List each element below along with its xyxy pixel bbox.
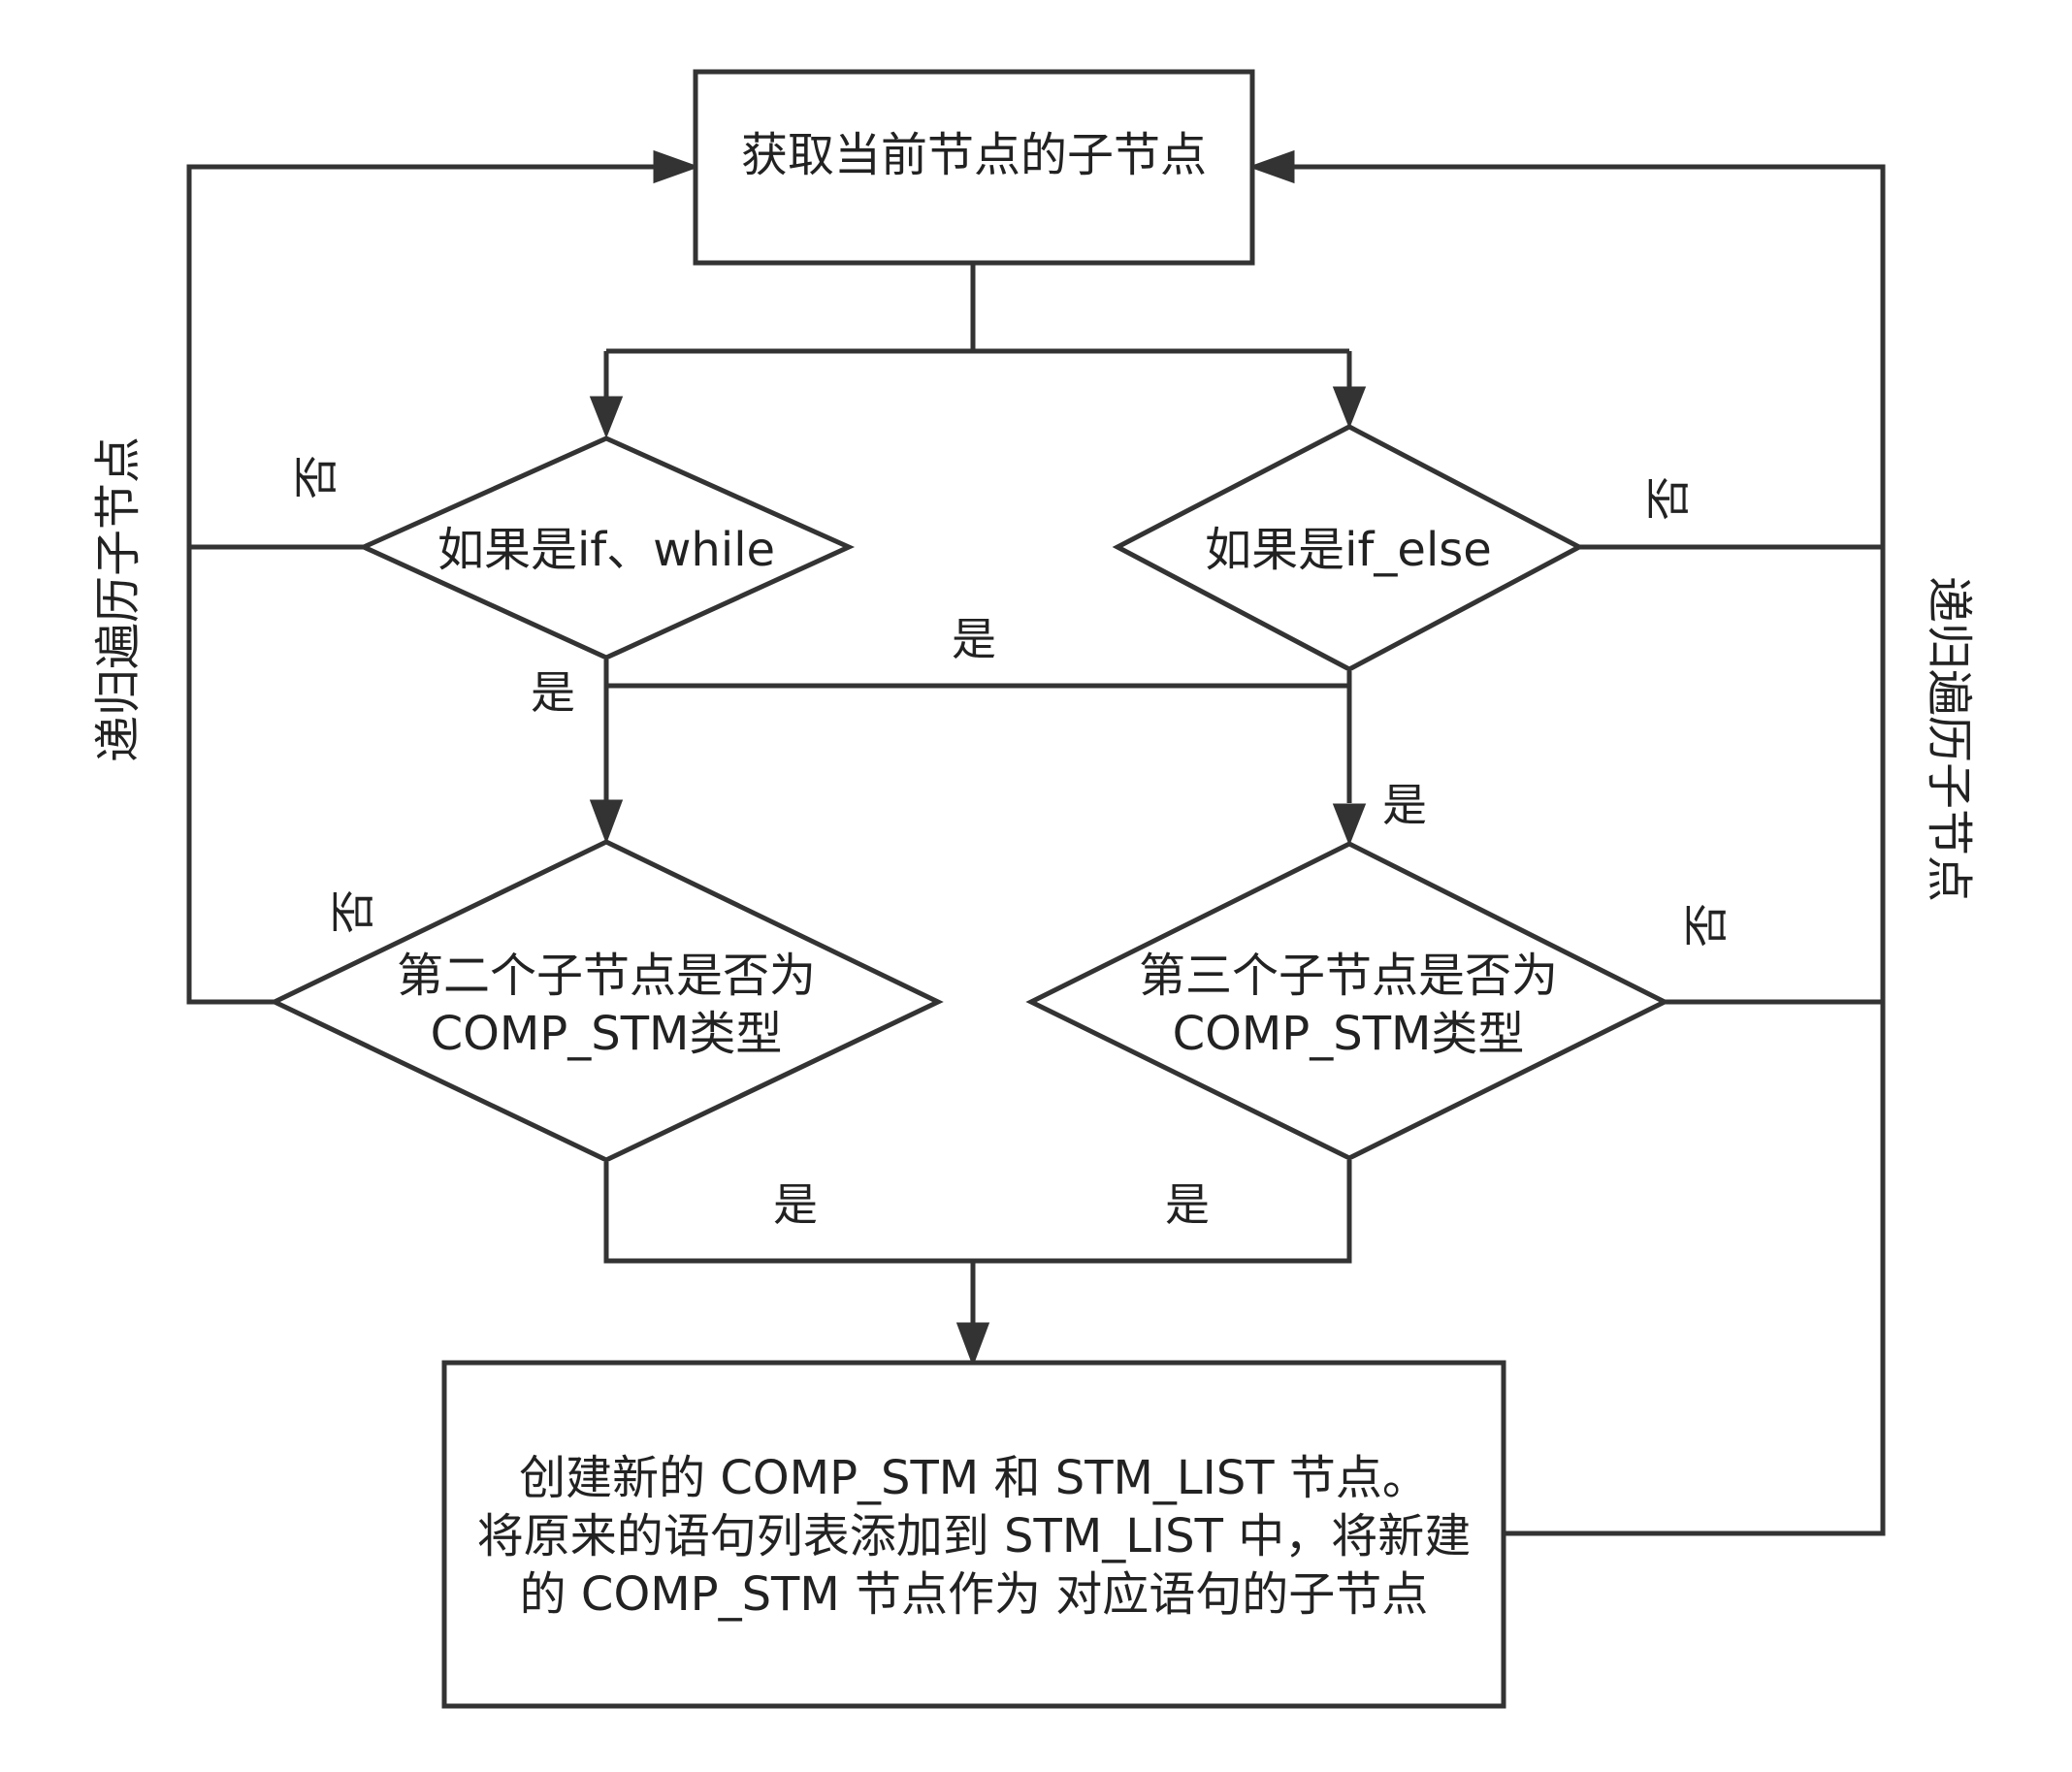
decision-diamond [1112, 424, 1585, 672]
edge-labels: 否 否 否 否 是 是 是 是 是 递归遍历子节点 递归遍历子节点 [91, 436, 1976, 1231]
node-check-third-child-line-2: COMP_STM类型 [1173, 1007, 1525, 1061]
decision-diamond [269, 839, 944, 1163]
node-check-if-else: 如果是if_else [1112, 424, 1585, 672]
node-check-if-else-text: 如果是if_else [1205, 523, 1492, 577]
label-no-second-check: 否 [327, 889, 379, 934]
node-get-children: 获取当前节点的子节点 [693, 69, 1255, 266]
node-check-second-child-line-2: COMP_STM类型 [431, 1007, 783, 1061]
arrow-into-if-else [1332, 386, 1367, 430]
edge-bottom-merge [603, 1160, 1352, 1264]
decision-diamond [357, 435, 856, 660]
label-yes-third-check: 是 [1165, 1178, 1210, 1231]
node-create-nodes-line-2: 将原来的语句列表添加到 STM_LIST 中，将新建 [477, 1509, 1471, 1563]
label-yes-if-else: 是 [1382, 779, 1427, 831]
edge-right-loop-main [1290, 164, 1886, 1536]
arrow-into-create [955, 1322, 990, 1368]
label-recurse-right: 递归遍历子节点 [1922, 576, 1976, 902]
label-yes-connector: 是 [952, 613, 996, 665]
node-create-nodes: 创建新的 COMP_STM 和 STM_LIST 节点。 将原来的语句列表添加到… [441, 1360, 1506, 1709]
node-check-if-while-text: 如果是if、while [437, 523, 775, 577]
arrow-into-second-check [589, 799, 624, 845]
arrow-into-third-check [1332, 803, 1367, 847]
label-recurse-left: 递归遍历子节点 [91, 436, 146, 762]
node-check-second-child: 第二个子节点是否为 COMP_STM类型 [269, 839, 944, 1163]
label-no-if-while: 否 [290, 455, 342, 499]
node-get-children-text: 获取当前节点的子节点 [741, 128, 1207, 182]
node-check-third-child-line-1: 第三个子节点是否为 [1139, 949, 1558, 1003]
label-no-if-else: 否 [1642, 476, 1695, 521]
node-check-third-child: 第三个子节点是否为 COMP_STM类型 [1025, 841, 1670, 1161]
arrow-left-into-top [653, 149, 700, 184]
node-create-nodes-line-1: 创建新的 COMP_STM 和 STM_LIST 节点。 [519, 1451, 1429, 1505]
node-check-if-while: 如果是if、while [357, 435, 856, 660]
arrow-into-if-while [589, 396, 624, 439]
label-no-third-check: 否 [1680, 903, 1732, 948]
edge-left-loop-lower [186, 164, 660, 1005]
decision-diamond [1025, 841, 1670, 1161]
label-yes-second-check: 是 [773, 1178, 818, 1231]
node-check-second-child-line-1: 第二个子节点是否为 [397, 949, 816, 1003]
connectors [186, 164, 1886, 1536]
arrow-right-into-top [1247, 149, 1295, 184]
process-box [693, 69, 1255, 266]
label-yes-if-while: 是 [531, 666, 575, 719]
process-box [441, 1360, 1506, 1709]
node-create-nodes-line-3: 的 COMP_STM 节点作为 对应语句的子节点 [520, 1567, 1429, 1622]
arrowheads [589, 149, 1367, 1368]
